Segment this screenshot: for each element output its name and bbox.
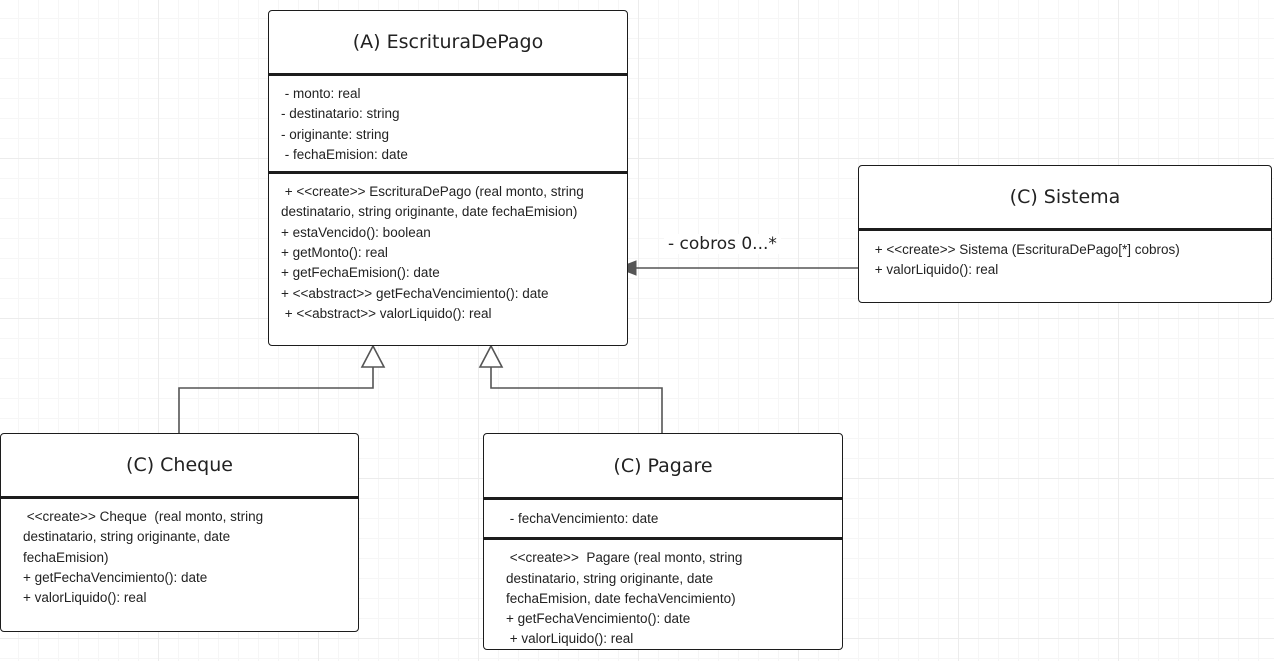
class-sistema-methods: + <<create>> Sistema (EscrituraDePago[*]… <box>859 231 1271 287</box>
method-valorliquido: + <<abstract>> valorLiquido(): real <box>281 305 492 321</box>
class-sistema-title: (C) Sistema <box>859 166 1271 231</box>
method-getfechavencimiento: + getFechaVencimiento(): date <box>506 611 691 627</box>
class-escrituradepago-attributes: - monto: real - destinatario: string - o… <box>269 76 627 175</box>
generalization-pagare-line <box>490 367 663 433</box>
method-getfechavencimiento: + getFechaVencimiento(): date <box>23 569 208 585</box>
attribute-destinatario: - destinatario: string <box>281 106 400 122</box>
association-cobros-label: - cobros 0...* <box>664 234 781 254</box>
class-pagare-title: (C) Pagare <box>484 434 842 500</box>
attribute-monto: - monto: real <box>281 86 361 101</box>
method-create-cheque: <<create>> Cheque (real monto, string de… <box>23 509 267 565</box>
class-escrituradepago-methods: + <<create>> EscrituraDePago (real monto… <box>269 174 627 330</box>
method-valorliquido: + valorLiquido(): real <box>23 590 147 606</box>
method-create-pagare: <<create>> Pagare (real monto, string de… <box>506 550 747 606</box>
attribute-fechavencimiento: - fechaVencimiento: date <box>506 511 659 526</box>
method-valorliquido: + valorLiquido(): real <box>871 262 999 278</box>
method-create-escrituradepago: + <<create>> EscrituraDePago (real monto… <box>281 184 588 220</box>
generalization-cheque-arrowhead <box>360 344 386 368</box>
attribute-originante: - originante: string <box>281 126 390 142</box>
class-sistema[interactable]: (C) Sistema + <<create>> Sistema (Escrit… <box>858 165 1272 303</box>
method-getfechaemision: + getFechaEmision(): date <box>281 265 440 281</box>
class-cheque-title: (C) Cheque <box>1 434 358 499</box>
class-cheque[interactable]: (C) Cheque <<create>> Cheque (real monto… <box>0 433 359 632</box>
class-pagare-attributes: - fechaVencimiento: date <box>484 500 842 541</box>
generalization-cheque-line <box>178 367 374 433</box>
method-getmonto: + getMonto(): real <box>281 245 388 261</box>
method-getfechavencimiento: + <<abstract>> getFechaVencimiento(): da… <box>281 285 549 301</box>
class-escrituradepago-title: (A) EscrituraDePago <box>269 11 627 76</box>
generalization-pagare-arrowhead <box>478 344 504 368</box>
class-escrituradepago[interactable]: (A) EscrituraDePago - monto: real - dest… <box>268 10 628 346</box>
class-cheque-methods: <<create>> Cheque (real monto, string de… <box>1 499 358 614</box>
method-valorliquido: + valorLiquido(): real <box>506 631 634 647</box>
class-pagare-methods: <<create>> Pagare (real monto, string de… <box>484 540 842 649</box>
method-estavencido: + estaVencido(): boolean <box>281 224 431 240</box>
attribute-fechaemision: - fechaEmision: date <box>281 146 408 162</box>
class-pagare[interactable]: (C) Pagare - fechaVencimiento: date <<cr… <box>483 433 843 650</box>
method-create-sistema: + <<create>> Sistema (EscrituraDePago[*]… <box>871 242 1180 257</box>
